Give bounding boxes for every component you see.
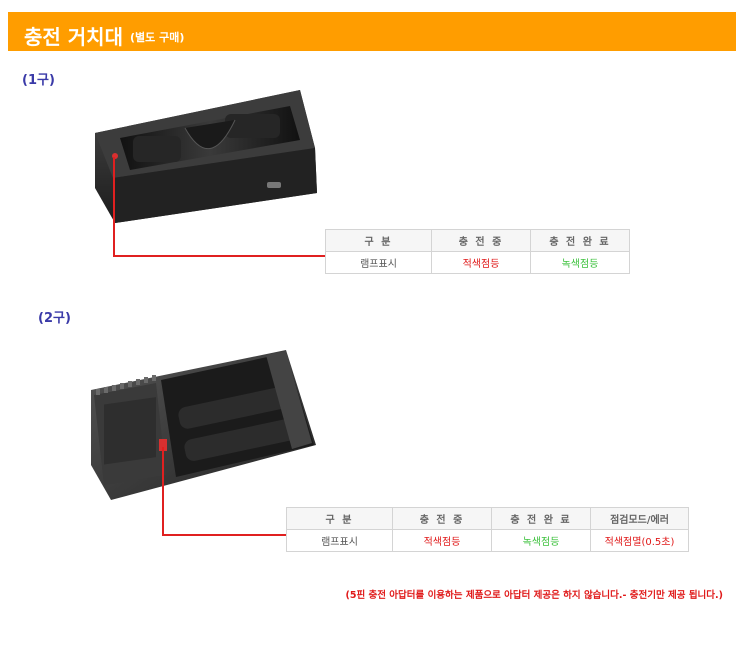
- table-header: 점검모드/에러: [590, 507, 689, 530]
- section-label-2: (2구): [38, 311, 71, 326]
- page-subtitle: (별도 구매): [130, 31, 185, 44]
- leader-line-vertical-1: [113, 157, 115, 257]
- section-label-1: (1구): [22, 73, 55, 88]
- table-cell: 적색점등: [392, 529, 492, 552]
- leader-line-horizontal-2: [162, 534, 286, 536]
- table-header: 충 전 완 료: [530, 229, 630, 252]
- table-header-row: 구 분 충 전 중 충 전 완 료 점검모드/에러: [286, 507, 689, 530]
- leader-line-horizontal-1: [113, 255, 325, 257]
- lamp-table-1: 구 분 충 전 중 충 전 완 료 램프표시 적색점등 녹색점등: [325, 229, 630, 274]
- table-header: 충 전 중: [431, 229, 531, 252]
- table-cell: 램프표시: [286, 529, 393, 552]
- page-title: 충전 거치대: [24, 25, 123, 49]
- table-cell: 녹색점등: [491, 529, 591, 552]
- table-header: 충 전 중: [392, 507, 492, 530]
- lamp-table-2: 구 분 충 전 중 충 전 완 료 점검모드/에러 램프표시 적색점등 녹색점등…: [286, 507, 689, 552]
- header-bar: [8, 12, 736, 51]
- table-header: 구 분: [286, 507, 393, 530]
- table-cell: 램프표시: [325, 251, 432, 274]
- table-cell: 적색점멸(0.5초): [590, 529, 689, 552]
- single-charger-image: [95, 90, 317, 223]
- table-row: 램프표시 적색점등 녹색점등: [325, 251, 630, 274]
- table-row: 램프표시 적색점등 녹색점등 적색점멸(0.5초): [286, 529, 689, 552]
- table-header-row: 구 분 충 전 중 충 전 완 료: [325, 229, 630, 252]
- table-cell: 녹색점등: [530, 251, 630, 274]
- leader-line-vertical-2: [162, 447, 164, 536]
- dual-charger-image: [91, 350, 316, 500]
- footnote-notice: (5핀 충전 아답터를 이용하는 제품으로 아답터 제공은 하지 않습니다.- …: [345, 590, 723, 601]
- table-cell: 적색점등: [431, 251, 531, 274]
- table-header: 구 분: [325, 229, 432, 252]
- table-header: 충 전 완 료: [491, 507, 591, 530]
